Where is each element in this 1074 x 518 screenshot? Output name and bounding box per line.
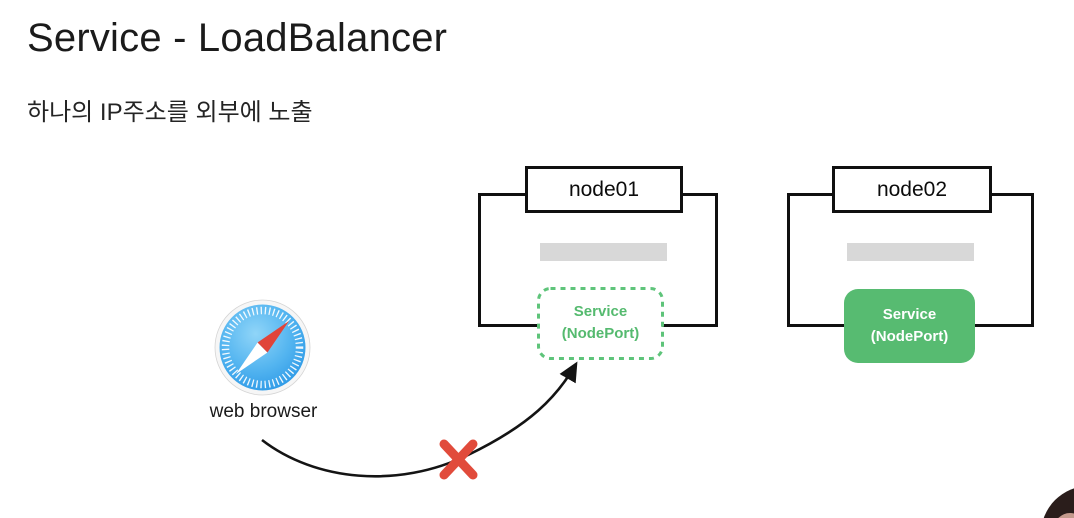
node02-group: node02 Service (NodePort) (787, 166, 1034, 366)
page-subtitle: 하나의 IP주소를 외부에 노출 (27, 99, 313, 126)
node02-service-nodeport-box: Service (NodePort) (844, 289, 975, 363)
service-label-line2: (NodePort) (561, 325, 640, 342)
node01-group: node01 Service (NodePort) (478, 166, 718, 366)
safari-compass-icon (214, 299, 311, 396)
node01-title-box: node01 (525, 166, 683, 213)
node02-title-box: node02 (832, 166, 992, 213)
service-label-line2: (NodePort) (870, 327, 949, 345)
blocked-x-icon (439, 439, 478, 480)
presenter-face (1058, 513, 1074, 518)
node01-pod-placeholder-bar (540, 243, 667, 261)
presenter-hair (1043, 488, 1074, 518)
service-label-line1: Service (882, 305, 937, 323)
node02-pod-placeholder-bar (847, 243, 974, 261)
compass-needle (235, 320, 290, 375)
service-label-line1: Service (573, 303, 628, 321)
web-browser-label: web browser (209, 401, 318, 422)
dashed-green-outline (537, 287, 664, 360)
page-title: Service - LoadBalancer (27, 16, 448, 60)
node01-label: node01 (568, 177, 640, 201)
node02-label: node02 (876, 177, 948, 201)
node01-service-nodeport-box: Service (NodePort) (537, 287, 664, 360)
presenter-webcam-overlay (1043, 488, 1074, 518)
